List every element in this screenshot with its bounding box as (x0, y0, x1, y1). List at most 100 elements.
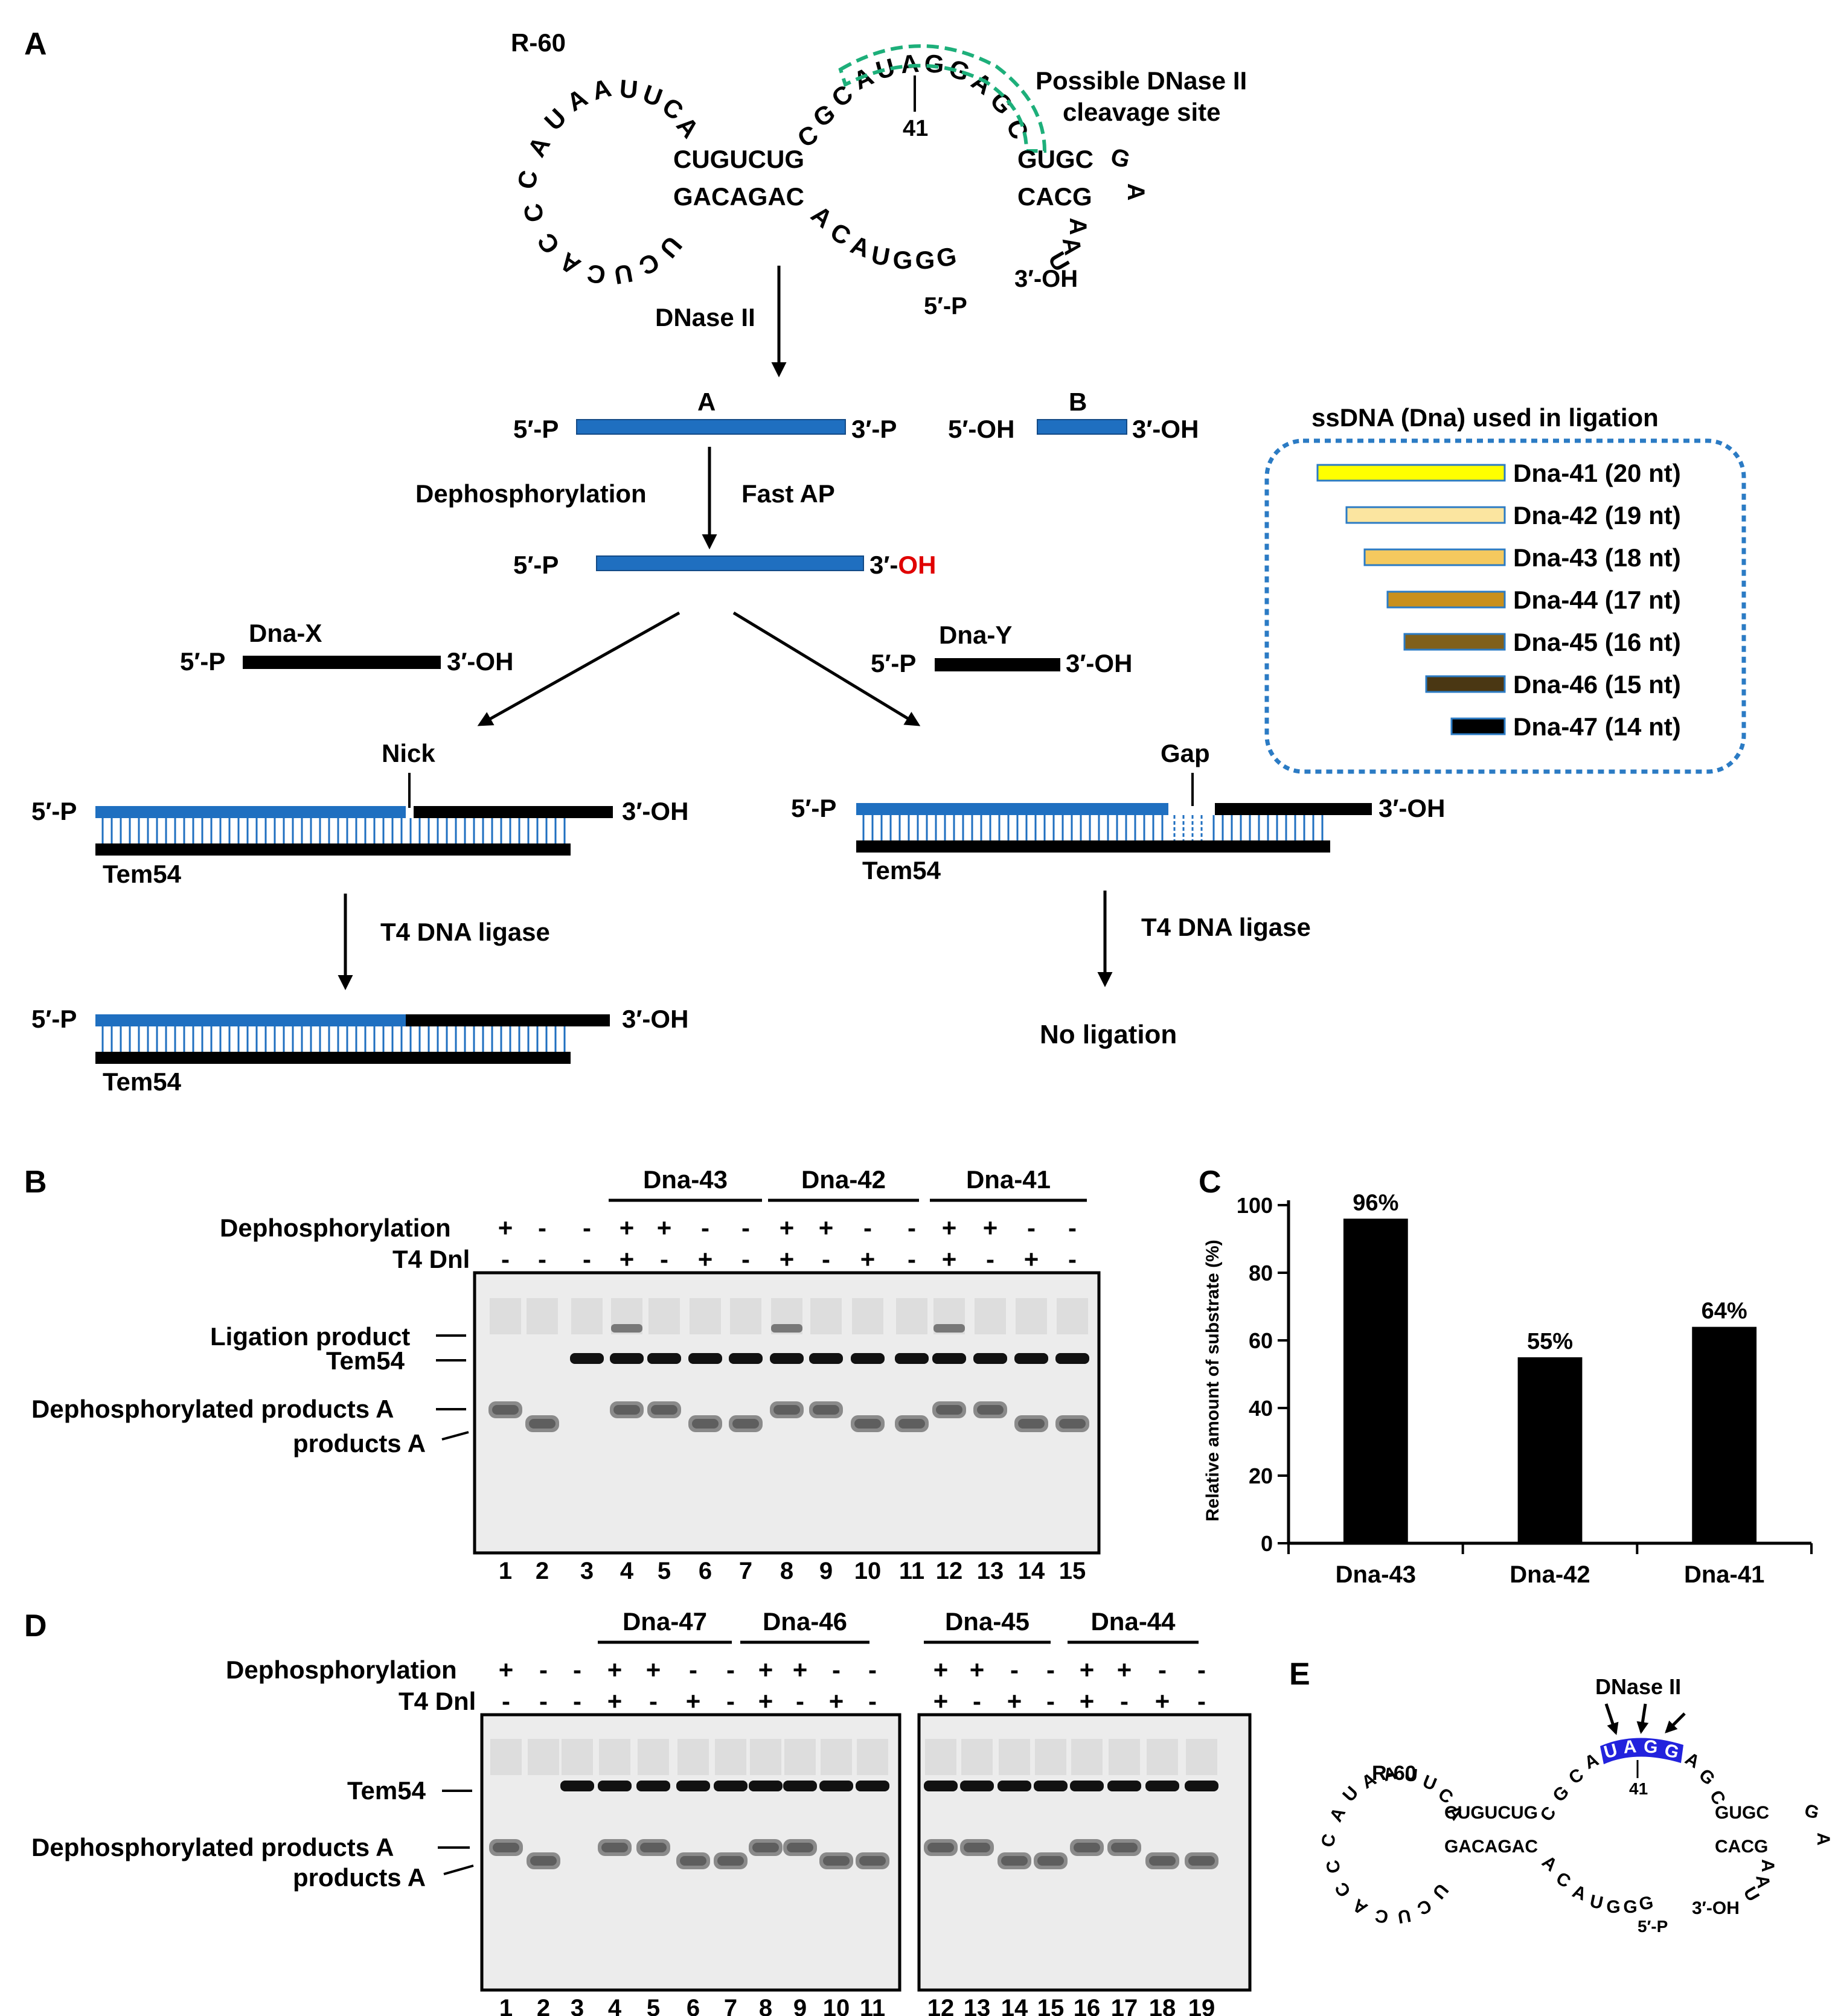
inset-items: Dna-41 (20 nt)Dna-42 (19 nt)Dna-43 (18 n… (1316, 459, 1681, 741)
tem54-band (598, 1781, 632, 1791)
sign-t4dnl: - (649, 1687, 658, 1715)
e-rna-name: R-60 (1372, 1762, 1417, 1785)
tem54-band (819, 1781, 853, 1791)
product-band-core (1074, 1843, 1100, 1852)
product-band-core (752, 1843, 779, 1852)
right-duplex (856, 803, 1372, 853)
gel-smear (1186, 1739, 1217, 1775)
c-y-tick-label: 60 (1249, 1328, 1273, 1353)
ligase-left: T4 DNA ligase (380, 918, 550, 946)
nucleotide: A (1758, 1859, 1778, 1872)
sign-dephos: - (539, 1656, 548, 1684)
sign-t4dnl: - (1120, 1687, 1129, 1715)
lane-number: 9 (819, 1558, 833, 1584)
gel-smear (1147, 1739, 1178, 1775)
sign-dephos: - (1068, 1214, 1077, 1242)
rna-name: R-60 (511, 28, 566, 57)
group-label: Dna-42 (801, 1165, 886, 1194)
template-strand (95, 1052, 571, 1064)
nucleotide: U (539, 103, 572, 136)
e-highlight-arc (1600, 1738, 1683, 1764)
inset-item-label: Dna-47 (14 nt) (1513, 712, 1681, 741)
tem54-band (783, 1781, 817, 1791)
nucleotide: U (618, 74, 639, 104)
stem-top: CUGUCUG (673, 145, 804, 173)
c-bar (1517, 1357, 1583, 1543)
sign-t4dnl: - (502, 1687, 510, 1715)
product-band-core (1188, 1856, 1215, 1866)
gel-smear (571, 1298, 603, 1334)
sign-dephos: + (620, 1214, 635, 1242)
nucleotide: A (1682, 1749, 1703, 1772)
product-band-core (1111, 1843, 1138, 1852)
strand-segment (1215, 803, 1372, 815)
tem54-band (895, 1353, 929, 1364)
sign-dephos: - (863, 1214, 872, 1242)
tem54-band (973, 1353, 1007, 1364)
lane-number: 13 (977, 1558, 1004, 1584)
gel-smear (784, 1739, 816, 1775)
tem54-band (1014, 1353, 1048, 1364)
tem54-band (856, 1781, 889, 1791)
lane-number: 6 (687, 1995, 700, 2016)
right-template: Tem54 (862, 856, 941, 885)
sign-t4dnl: + (620, 1245, 635, 1273)
sign-t4dnl: + (1024, 1245, 1039, 1273)
product-band-core (1149, 1856, 1176, 1866)
product-band-core (717, 1856, 744, 1866)
strand-segment (95, 1014, 406, 1026)
site-label-line2: cleavage site (1063, 98, 1221, 126)
sign-t4dnl: - (538, 1245, 546, 1273)
lane-number: 8 (759, 1995, 772, 2016)
c-ylabel: Relative amount of substrate (%) (1203, 1240, 1223, 1522)
nucleotide: C (826, 79, 858, 113)
product-band-core (529, 1419, 556, 1429)
template-strand (856, 840, 1330, 853)
lane-number: 12 (927, 1995, 955, 2016)
nucleotide: C (634, 248, 664, 281)
nucleotide: C (1001, 115, 1034, 143)
sign-dephos: + (607, 1656, 623, 1684)
arrow-left-branch (477, 611, 680, 726)
product-5p: 5′-P (31, 1005, 77, 1033)
group-label: Dna-41 (966, 1165, 1051, 1194)
gel-smear (1016, 1298, 1047, 1334)
d-signs: +-----+++--+--+++--+--+++--+--+++--+-- (499, 1656, 1206, 1715)
product-band-core (1001, 1856, 1028, 1866)
deph-5p: 5′-P (513, 551, 559, 579)
tem54-band (570, 1353, 604, 1364)
sign-dephos: - (538, 1214, 546, 1242)
end-5p: 5′-P (924, 293, 967, 319)
tem54-band (809, 1353, 843, 1364)
dnay-name: Dna-Y (939, 621, 1012, 649)
tem54-band (960, 1781, 994, 1791)
sign-t4dnl: - (1046, 1687, 1055, 1715)
nucleotide: A (562, 83, 592, 117)
nucleotide: C (1565, 1764, 1587, 1788)
sign-dephos: - (1046, 1656, 1055, 1684)
nucleotide: A (589, 73, 614, 105)
nucleotide: U (1429, 1880, 1452, 1902)
tem54-band (560, 1781, 594, 1791)
group-label: Dna-46 (763, 1607, 847, 1636)
nucleotide: A (1813, 1832, 1833, 1846)
tem54-band (932, 1353, 966, 1364)
tem54-band (714, 1781, 748, 1791)
sign-dephos: - (832, 1656, 841, 1684)
lane-number: 4 (620, 1558, 634, 1584)
frag-b-label: B (1069, 388, 1087, 416)
deph-3-end: 3′-OH (869, 551, 936, 579)
product-band-core (530, 1856, 557, 1866)
product-band-core (640, 1843, 667, 1852)
lane-number: 14 (1018, 1558, 1045, 1584)
d-row1-label: Dephosphorylation (226, 1656, 457, 1684)
deph-3-prefix: 3′- (869, 551, 898, 579)
tem54-band (610, 1353, 644, 1364)
nucleotide: C (518, 201, 549, 224)
e-end-3oh: 3′-OH (1692, 1898, 1740, 1918)
nucleotide: G (1695, 1765, 1719, 1789)
product-band-core (680, 1856, 706, 1866)
